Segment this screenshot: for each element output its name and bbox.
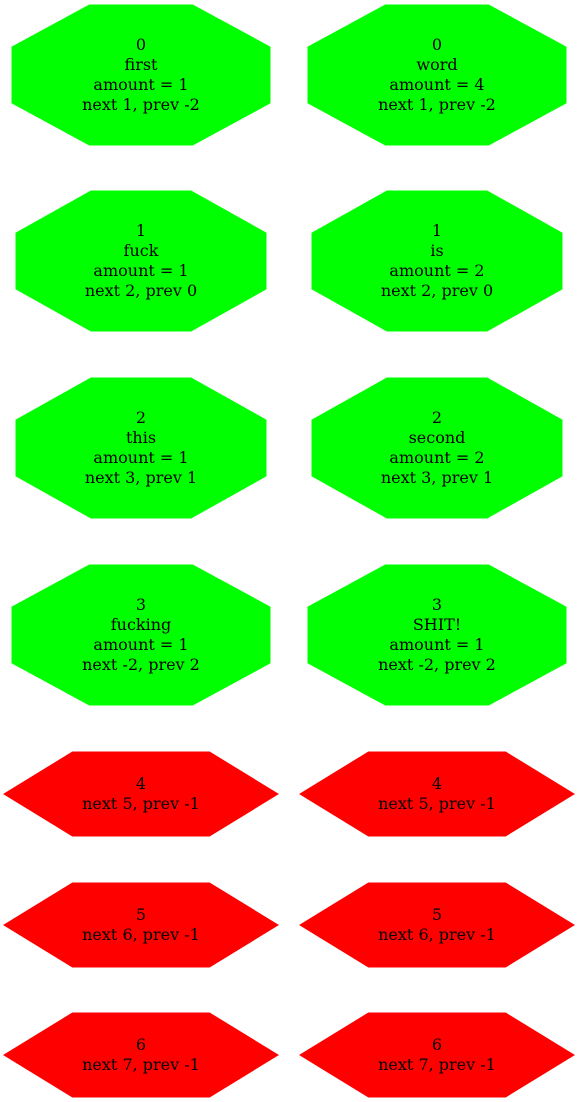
- node-label-line: amount = 1: [93, 75, 188, 94]
- node-label-line: 4: [432, 774, 442, 793]
- node-label-line: is: [430, 241, 443, 260]
- octagon-shape: [15, 377, 267, 519]
- node-label-line: amount = 1: [93, 261, 188, 280]
- hexagon-shape: [299, 1012, 575, 1098]
- node-label-line: 1: [432, 221, 442, 240]
- octagon-shape: [307, 564, 567, 706]
- node-label-line: next 1, prev -2: [378, 95, 496, 114]
- node-label-line: amount = 2: [389, 261, 484, 280]
- node-label-line: next 2, prev 0: [381, 281, 493, 300]
- node-label-line: next 1, prev -2: [82, 95, 200, 114]
- node-label-line: next 6, prev -1: [378, 925, 496, 944]
- node-label-line: next 7, prev -1: [378, 1055, 496, 1074]
- octagon-shape: [11, 4, 271, 146]
- node-label-line: next 3, prev 1: [381, 468, 493, 487]
- node-label-line: next 5, prev -1: [82, 794, 200, 813]
- node-label-line: 1: [136, 221, 146, 240]
- node-label-line: amount = 2: [389, 448, 484, 467]
- node-label-line: 6: [136, 1035, 146, 1054]
- octagon-shape: [311, 377, 563, 519]
- node-label-line: next 3, prev 1: [85, 468, 197, 487]
- node-label-line: second: [409, 428, 466, 447]
- node-label-line: next 5, prev -1: [378, 794, 496, 813]
- octagon-shape: [15, 190, 267, 332]
- node-label-line: amount = 1: [93, 635, 188, 654]
- node-label-line: 2: [136, 408, 146, 427]
- node-label-line: next -2, prev 2: [378, 655, 496, 674]
- node-label-line: amount = 1: [389, 635, 484, 654]
- node-label-line: 4: [136, 774, 146, 793]
- node-label-line: next 2, prev 0: [85, 281, 197, 300]
- hexagon-shape: [3, 882, 279, 968]
- octagon-shape: [11, 564, 271, 706]
- octagon-shape: [311, 190, 563, 332]
- hexagon-shape: [3, 751, 279, 837]
- node-label-line: amount = 1: [93, 448, 188, 467]
- node-label-line: fuck: [124, 241, 159, 260]
- node-label-line: 6: [432, 1035, 442, 1054]
- node-label-line: word: [416, 55, 457, 74]
- node-label-line: 3: [432, 595, 442, 614]
- node-label-line: next 7, prev -1: [82, 1055, 200, 1074]
- node-label-line: 5: [432, 905, 442, 924]
- hexagon-shape: [3, 1012, 279, 1098]
- node-label-line: this: [126, 428, 156, 447]
- node-label-line: 2: [432, 408, 442, 427]
- node-label-line: fucking: [111, 615, 172, 634]
- octagon-shape: [307, 4, 567, 146]
- hexagon-shape: [299, 882, 575, 968]
- node-label-line: first: [125, 55, 159, 74]
- node-label-line: 0: [136, 35, 146, 54]
- node-label-line: 5: [136, 905, 146, 924]
- node-label-line: 3: [136, 595, 146, 614]
- node-label-line: next -2, prev 2: [82, 655, 200, 674]
- hexagon-shape: [299, 751, 575, 837]
- node-label-line: next 6, prev -1: [82, 925, 200, 944]
- node-label-line: SHIT!: [413, 615, 461, 634]
- node-label-line: amount = 4: [389, 75, 484, 94]
- node-label-line: 0: [432, 35, 442, 54]
